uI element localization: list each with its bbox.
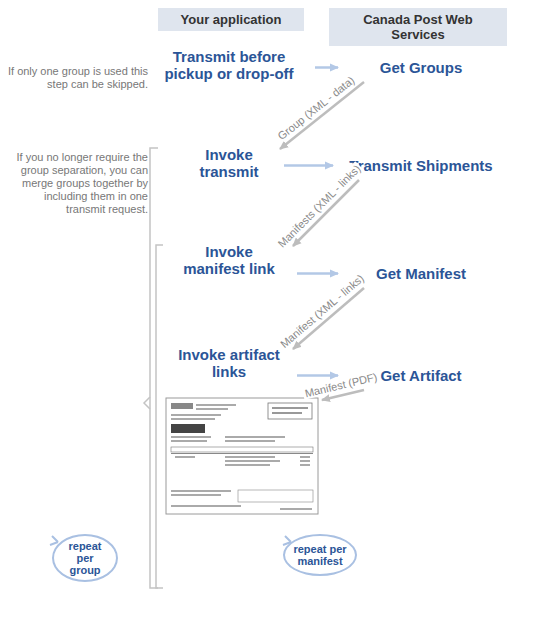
request-arrow bbox=[315, 66, 338, 69]
node-text: Invoke artifact links bbox=[173, 346, 285, 380]
repeat-loop: repeat per group bbox=[52, 534, 118, 582]
request-arrow bbox=[297, 374, 338, 377]
request-arrow bbox=[284, 164, 333, 167]
node-text: Your application bbox=[164, 12, 298, 27]
edge-label: Manifest (PDF) bbox=[301, 370, 380, 400]
node-text: Invoke transmit bbox=[186, 146, 272, 180]
node-text: Transmit before pickup or drop-off bbox=[155, 48, 303, 82]
process-step: Invoke artifact links bbox=[171, 345, 287, 381]
process-step: Transmit before pickup or drop-off bbox=[153, 47, 305, 83]
node-text: Transmit Shipments bbox=[343, 157, 499, 174]
process-step: Invoke manifest link bbox=[171, 242, 287, 278]
request-arrow bbox=[297, 272, 338, 275]
node-text: Get Manifest bbox=[348, 265, 494, 282]
node-text: Canada Post Web Services bbox=[335, 12, 501, 42]
service-step: Get Manifest bbox=[346, 264, 496, 283]
service-step: Transmit Shipments bbox=[341, 156, 501, 175]
column-header: Canada Post Web Services bbox=[329, 8, 507, 46]
repeat-loop: repeat per manifest bbox=[283, 534, 357, 576]
side-note: If you no longer require the group separ… bbox=[6, 151, 148, 216]
edge-label: Manifest (XML - links) bbox=[276, 271, 367, 352]
node-text: Invoke manifest link bbox=[173, 243, 285, 277]
service-step: Get Groups bbox=[346, 58, 496, 77]
node-text: Get Groups bbox=[348, 59, 494, 76]
edge-label: Manifests (XML - links) bbox=[274, 161, 364, 251]
node-text: repeat per manifest bbox=[293, 543, 347, 567]
response-arrow bbox=[280, 82, 364, 149]
edge-label: Group (XML - data) bbox=[274, 72, 358, 143]
side-note: If only one group is used this step can … bbox=[6, 65, 148, 91]
manifest-document bbox=[166, 398, 318, 514]
node-text: repeat per group bbox=[62, 540, 108, 576]
column-header: Your application bbox=[158, 8, 304, 31]
process-step: Invoke transmit bbox=[184, 145, 274, 181]
